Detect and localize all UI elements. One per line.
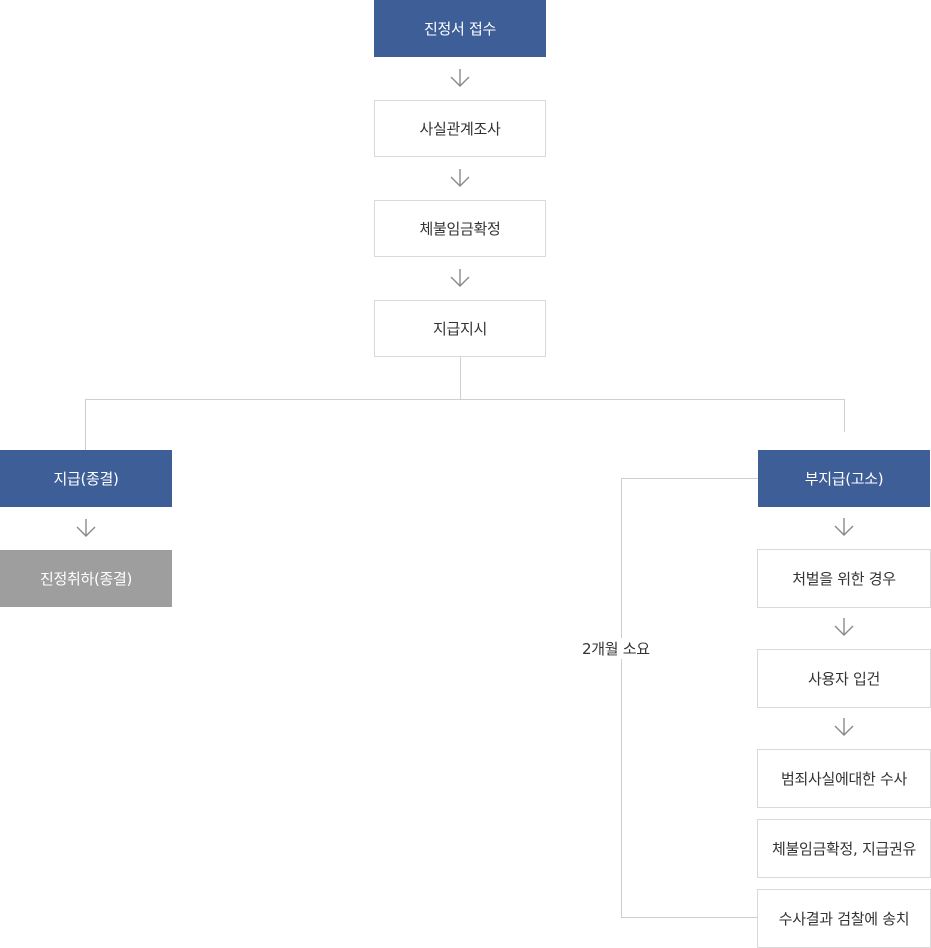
connector-trunk	[460, 357, 461, 400]
arrow-down-icon	[832, 717, 856, 737]
step-wage-confirm: 체불임금확정	[374, 200, 546, 257]
bracket-top	[621, 478, 758, 479]
step-withdrawn: 진정취하(종결)	[0, 550, 172, 607]
connector-left-drop	[85, 399, 86, 450]
step-withdrawn-label: 진정취하(종결)	[39, 570, 133, 588]
step-pay-order-label: 지급지시	[432, 320, 487, 338]
connector-horizontal	[85, 399, 845, 400]
arrow-down-icon	[832, 517, 856, 537]
step-referral: 수사결과 검찰에 송치	[757, 889, 931, 948]
step-investigation: 범죄사실에대한 수사	[757, 749, 931, 808]
step-unpaid: 부지급(고소)	[758, 450, 930, 507]
step-employer-booking: 사용자 입건	[757, 649, 931, 708]
step-paid-label: 지급(종결)	[53, 470, 119, 488]
step-wage-payment-advice-label: 체불임금확정, 지급권유	[772, 840, 916, 858]
step-paid: 지급(종결)	[0, 450, 172, 507]
step-pay-order: 지급지시	[374, 300, 546, 357]
step-investigation-label: 범죄사실에대한 수사	[781, 770, 907, 788]
bracket-vertical	[621, 478, 622, 918]
step-unpaid-label: 부지급(고소)	[804, 470, 884, 488]
arrow-down-icon	[448, 268, 472, 288]
step-fact-check-label: 사실관계조사	[419, 120, 501, 138]
connector-right-drop	[844, 399, 845, 432]
step-referral-label: 수사결과 검찰에 송치	[778, 910, 910, 928]
arrow-down-icon	[832, 617, 856, 637]
step-punishment: 처벌을 위한 경우	[757, 549, 931, 608]
duration-label: 2개월 소요	[580, 638, 652, 659]
arrow-down-icon	[448, 68, 472, 88]
step-punishment-label: 처벌을 위한 경우	[792, 570, 896, 588]
step-employer-booking-label: 사용자 입건	[808, 670, 880, 688]
arrow-down-icon	[74, 518, 98, 538]
step-fact-check: 사실관계조사	[374, 100, 546, 157]
step-wage-confirm-label: 체불임금확정	[419, 220, 501, 238]
step-receipt-label: 진정서 접수	[424, 20, 496, 38]
bracket-bottom	[621, 917, 758, 918]
step-receipt: 진정서 접수	[374, 0, 546, 57]
step-wage-payment-advice: 체불임금확정, 지급권유	[757, 819, 931, 878]
arrow-down-icon	[448, 168, 472, 188]
